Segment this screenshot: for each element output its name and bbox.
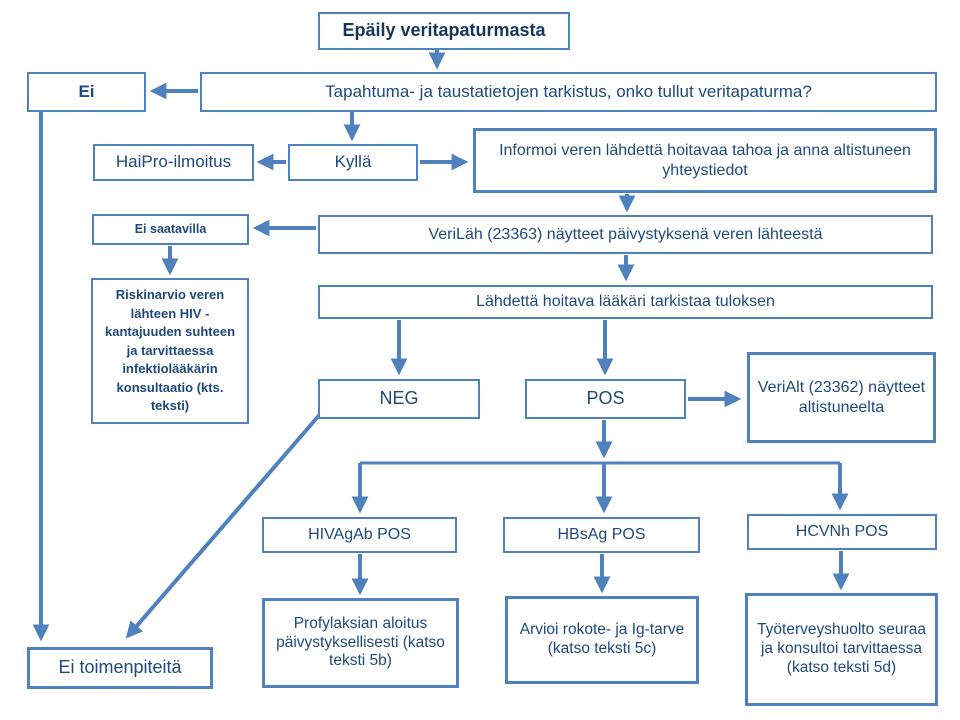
node-riskinarvio-hiv: Riskinarvio veren lähteen HIV - kantajuu… — [91, 278, 249, 424]
node-pos: POS — [525, 379, 686, 419]
node-hcvnh-pos: HCVNh POS — [747, 514, 937, 550]
node-haipro-ilmoitus: HaiPro-ilmoitus — [93, 144, 254, 181]
node-hbsag-pos: HBsAg POS — [503, 517, 700, 553]
arrow-neg-to-ei-toimenpiteita — [125, 410, 324, 639]
node-verialt-naytteet: VeriAlt (23362) näytteet altistuneelta — [747, 352, 936, 443]
node-tyoterveyshuolto-seuraa: Työterveyshuolto seuraa ja konsultoi tar… — [745, 593, 938, 706]
node-verilah-naytteet: VeriLäh (23363) näytteet päivystyksenä v… — [318, 215, 933, 254]
node-hivagab-pos: HIVAgAb POS — [262, 517, 457, 553]
node-lahdetta-hoitava-laakari: Lähdettä hoitava lääkäri tarkistaa tulok… — [318, 285, 933, 319]
node-kylla: Kyllä — [288, 144, 418, 181]
node-profylaksian-aloitus: Profylaksian aloitus päivystyksellisesti… — [262, 598, 459, 688]
node-informoi-veren-lahdetta: Informoi veren lähdettä hoitavaa tahoa j… — [473, 128, 937, 193]
node-tapahtuma-tarkistus: Tapahtuma- ja taustatietojen tarkistus, … — [200, 72, 937, 112]
node-ei-saatavilla: Ei saatavilla — [92, 214, 249, 245]
node-epaily-veritapaturmasta: Epäily veritapaturmasta — [318, 12, 570, 50]
node-arvioi-rokote-ig: Arvioi rokote- ja Ig-tarve (katso teksti… — [505, 596, 699, 684]
node-ei: Ei — [27, 72, 146, 112]
node-neg: NEG — [318, 379, 480, 419]
node-ei-toimenpiteita: Ei toimenpiteitä — [27, 647, 213, 689]
